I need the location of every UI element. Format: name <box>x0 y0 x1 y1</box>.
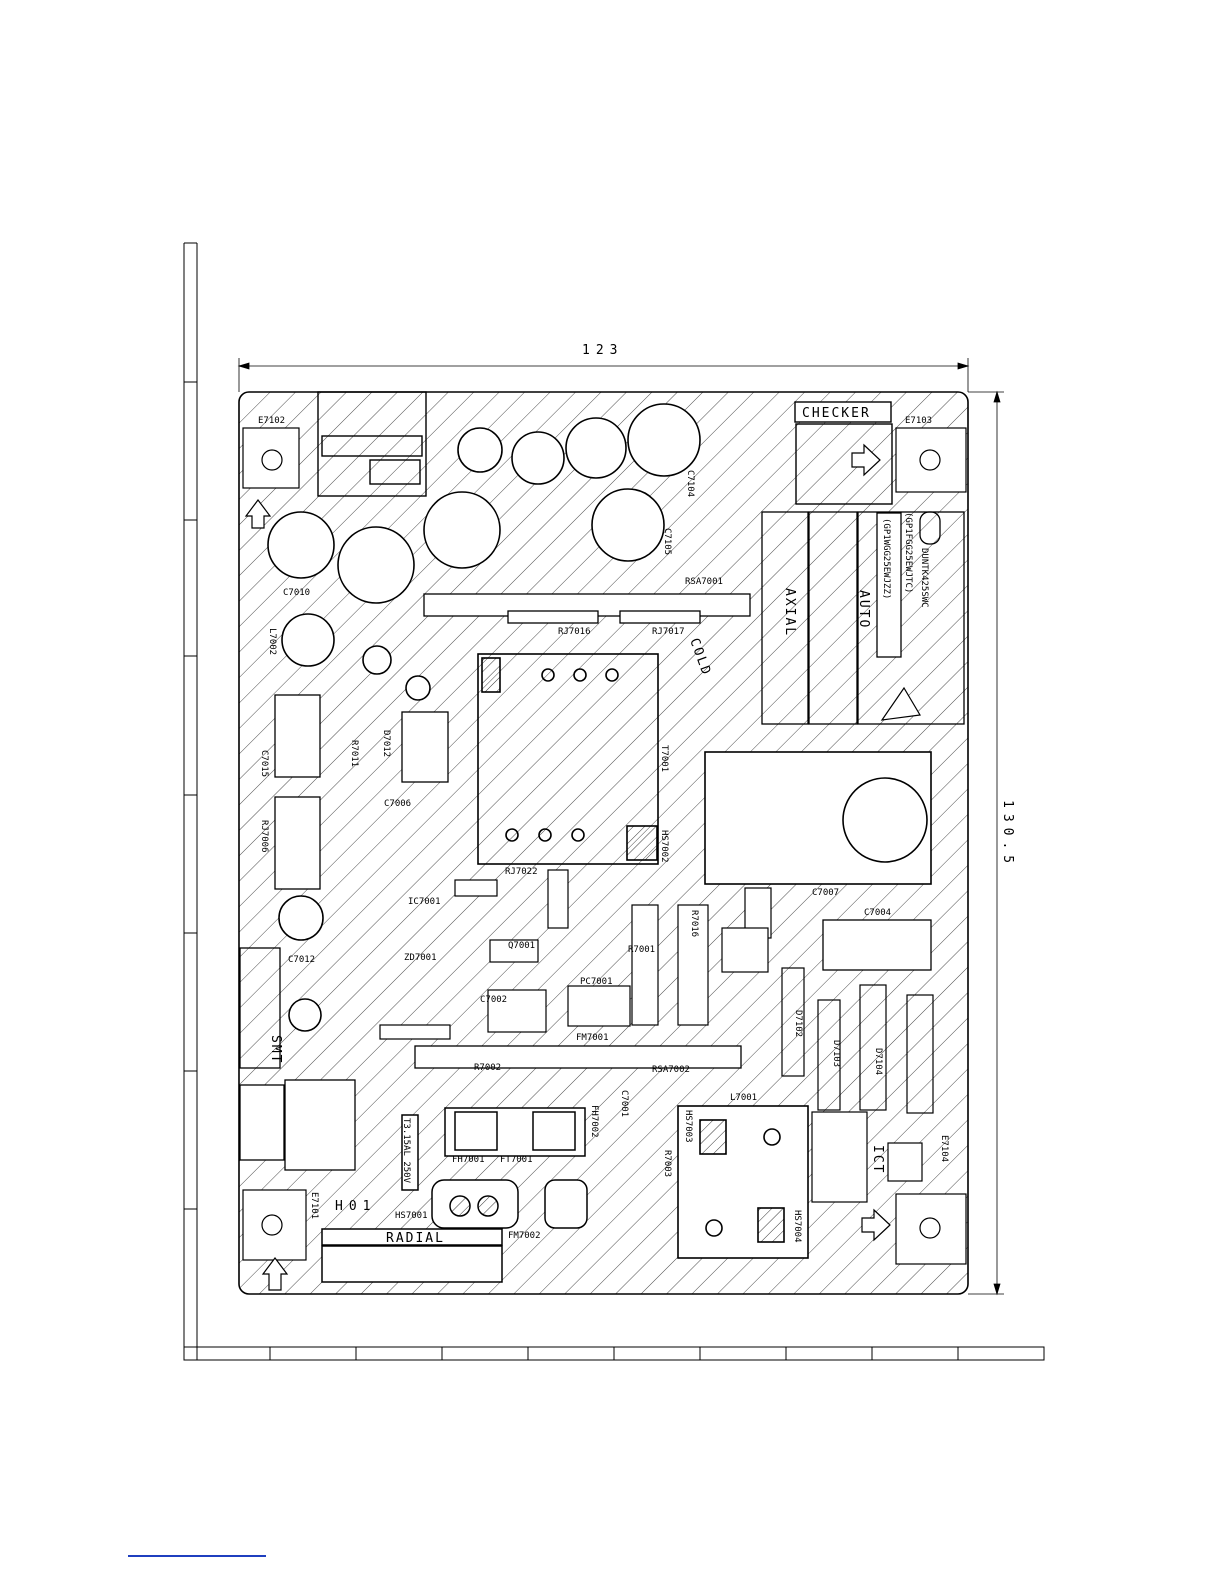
rectifier-diodes <box>781 967 934 1203</box>
width-dimension <box>237 358 970 392</box>
d7103-label: D7103 <box>831 1040 841 1067</box>
c7012-label: C7012 <box>288 955 315 965</box>
t7001-label: T7001 <box>659 745 669 772</box>
d7012-label: D7012 <box>381 730 391 757</box>
fuse-block <box>401 1107 586 1191</box>
height-dimension <box>968 390 1004 1296</box>
e7102-label: E7102 <box>258 416 285 426</box>
left-components <box>239 694 449 1171</box>
checker-block <box>794 401 893 505</box>
r7016-label: R7016 <box>689 910 699 937</box>
rj7006-label: RJ7006 <box>259 820 269 853</box>
c7004-label: C7004 <box>864 908 891 918</box>
auto-label: AUTO <box>856 590 871 629</box>
fm7001-label: FM7001 <box>576 1033 609 1043</box>
ic7001-label: IC7001 <box>408 897 441 907</box>
e7101-label: E7101 <box>309 1192 319 1219</box>
lower-left-component <box>239 1084 285 1161</box>
e7104-label: E7104 <box>939 1135 949 1162</box>
ict-label: ICT <box>870 1145 885 1174</box>
radial-label: RADIAL <box>386 1231 445 1246</box>
c7001-label: C7001 <box>619 1090 629 1117</box>
q7001-label: Q7001 <box>508 941 535 951</box>
c7006-label: C7006 <box>384 799 411 809</box>
c7007-label: C7007 <box>812 888 839 898</box>
rj7017-label: RJ7017 <box>652 627 685 637</box>
part-number-line-3: (GP1WGG25EWJZZ) <box>881 518 891 599</box>
capacitor-c7007 <box>704 751 932 885</box>
checker-label: CHECKER <box>802 406 871 421</box>
line-filter <box>677 1105 809 1259</box>
ac-input-terminals <box>431 1179 588 1229</box>
c7104-label: C7104 <box>685 470 695 497</box>
part-number-line-2: (GP1FGG25EWJTC) <box>903 512 913 593</box>
width-dimension-label: 123 <box>582 343 623 358</box>
rsa7001-label: RSA7001 <box>685 577 723 587</box>
r7003-label: R7003 <box>662 1150 672 1177</box>
hs7002-label: HS7002 <box>659 830 669 863</box>
transformer-t7001 <box>477 653 659 865</box>
r7001-label: R7001 <box>628 945 655 955</box>
c7002-label: C7002 <box>480 995 507 1005</box>
radial-zone <box>321 1228 503 1283</box>
rsa7002-label: RSA7002 <box>652 1065 690 1075</box>
middle-components <box>379 869 772 1040</box>
c7010-label: C7010 <box>283 588 310 598</box>
d7102-label: D7102 <box>793 1010 803 1037</box>
board-id-label: H01 <box>335 1199 376 1214</box>
fm7002-label: FM7002 <box>508 1231 541 1241</box>
electrolytic-capacitors <box>267 403 701 1032</box>
axial-label: AXIAL <box>782 588 797 637</box>
fh7001-label: FH7001 <box>452 1155 485 1165</box>
heatsink-rails <box>414 593 751 1069</box>
axial-zone <box>761 511 965 725</box>
pc7001-label: PC7001 <box>580 977 613 987</box>
rj7022-label: RJ7022 <box>505 867 538 877</box>
footer-link-underline[interactable] <box>128 1555 266 1557</box>
e7103-label: E7103 <box>905 416 932 426</box>
capacitor-c7004 <box>822 919 932 971</box>
height-dimension-label: 130.5 <box>1000 800 1015 869</box>
fuse-rating-label: T3.15AL 250V <box>401 1118 411 1184</box>
hs7004-label: HS7004 <box>792 1210 802 1243</box>
r7002-label: R7002 <box>474 1063 501 1073</box>
rj7016-label: RJ7016 <box>558 627 591 637</box>
drawing-frame <box>183 242 1045 1361</box>
direction-arrows <box>244 443 891 1291</box>
hs7003-label: HS7003 <box>683 1110 693 1143</box>
polarity-triangle <box>880 686 921 721</box>
l7002-label: L7002 <box>267 628 277 655</box>
ft7001-label: FT7001 <box>500 1155 533 1165</box>
hs7001-label: HS7001 <box>395 1211 428 1221</box>
zd7001-label: ZD7001 <box>404 953 437 963</box>
c7015-label: C7015 <box>259 750 269 777</box>
fh7002-label: FH7002 <box>589 1105 599 1138</box>
part-number-line-1: DUNTK425SWC <box>919 548 929 608</box>
d7104-label: D7104 <box>873 1048 883 1075</box>
smt-label: SMT <box>268 1035 283 1064</box>
c7105-label: C7105 <box>662 528 672 555</box>
r7011-label: R7011 <box>349 740 359 767</box>
top-connector <box>317 391 427 497</box>
ict-pad <box>887 1142 923 1182</box>
mounting-holes <box>242 427 967 1265</box>
l7001-label: L7001 <box>730 1093 757 1103</box>
